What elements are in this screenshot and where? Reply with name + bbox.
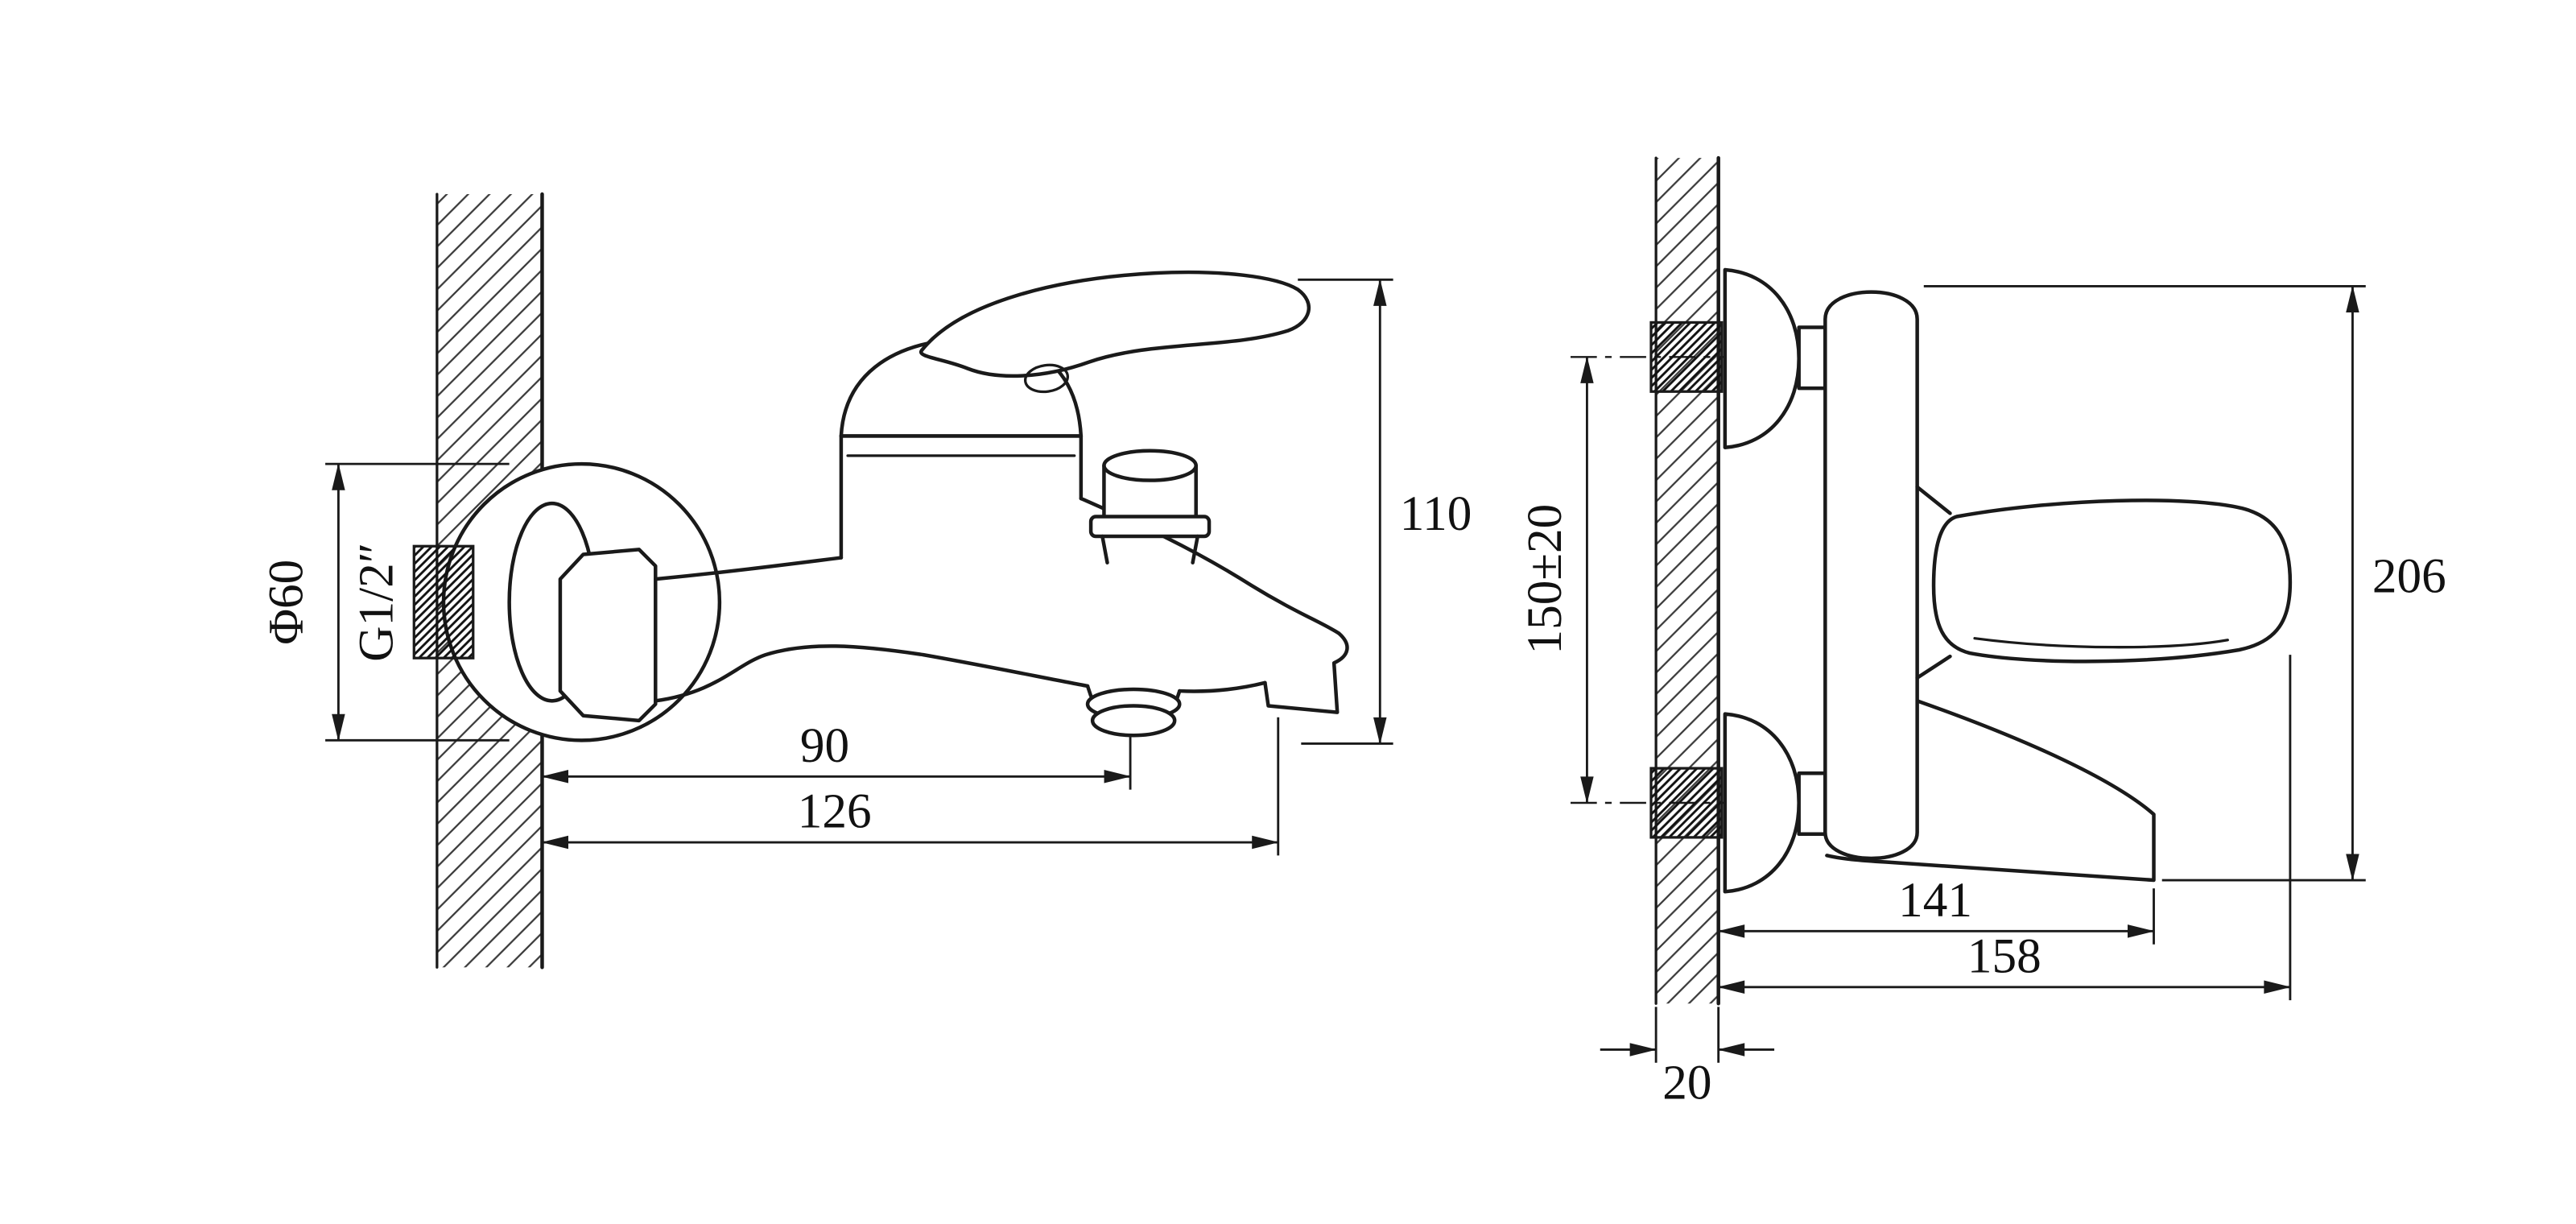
spout-front — [1825, 699, 2156, 883]
dim-label-wall: 20 — [1662, 1056, 1711, 1110]
dim-label-reach-center: 90 — [800, 718, 849, 773]
dim-spacing-150: 150±20 — [1517, 356, 1594, 804]
dim-label-reach-total-front: 158 — [1967, 928, 2041, 983]
dim-label-height: 110 — [1400, 486, 1472, 541]
dim-reach-141: 141 — [1717, 873, 2155, 945]
union-bottom — [1797, 771, 1827, 837]
handle-button — [1023, 363, 1070, 394]
dim-height-206: 206 — [1923, 285, 2446, 882]
dim-label-spacing: 150±20 — [1517, 504, 1572, 655]
dim-wall-20: 20 — [1600, 1007, 1775, 1110]
wall-section-front — [1654, 155, 1720, 1006]
hex-nut — [558, 548, 658, 723]
dim-reach-158: 158 — [1717, 655, 2292, 1001]
dim-height-110: 110 — [1298, 278, 1472, 745]
aerator-outlet — [1085, 684, 1182, 738]
dim-reach-126: 126 — [541, 717, 1280, 856]
dim-label-height-front: 206 — [2372, 548, 2446, 603]
wall-connector-top — [1649, 320, 1724, 393]
diverter-knob — [1088, 449, 1212, 564]
escutcheon-top — [1723, 267, 1801, 449]
dim-label-reach: 141 — [1898, 873, 1972, 928]
wall-connector-bottom — [1649, 767, 1724, 839]
union-top — [1797, 325, 1827, 391]
faucet-body-side — [654, 434, 1090, 703]
dim-label-reach-total: 126 — [798, 784, 872, 839]
right-view: 150±20 206 141 158 20 — [1517, 155, 2446, 1110]
dim-label-thread: G1/2″ — [349, 543, 404, 662]
left-view: Φ60 G1/2″ 110 90 126 — [259, 192, 1472, 970]
dim-label-diameter: Φ60 — [259, 560, 314, 645]
faucet-body-front — [1823, 290, 1919, 861]
dim-reach-90: 90 — [541, 718, 1132, 790]
dim-flange-diameter: Φ60 G1/2″ — [259, 462, 510, 742]
handle-lever — [919, 270, 1311, 378]
thread-inlet-g12 — [412, 544, 475, 660]
escutcheon-bottom — [1723, 712, 1801, 894]
handle-front — [1915, 485, 2293, 680]
